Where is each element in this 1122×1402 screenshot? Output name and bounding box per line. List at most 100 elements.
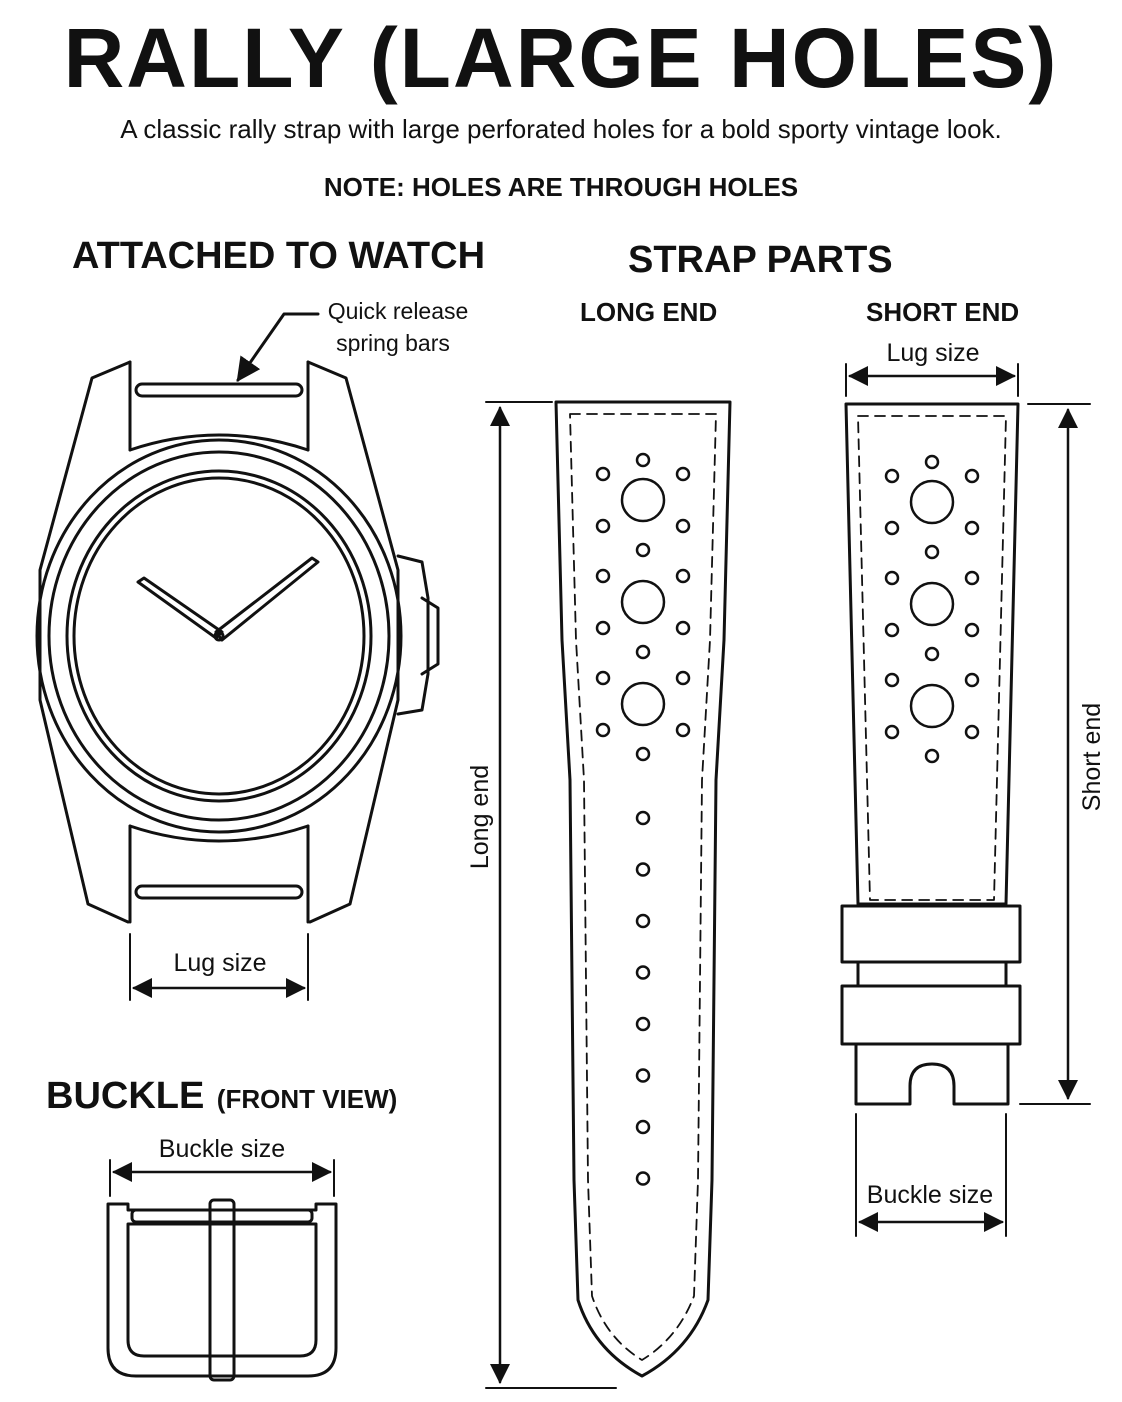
small-hole bbox=[964, 622, 980, 638]
small-hole bbox=[884, 672, 900, 688]
short-end-buckle-size-label: Buckle size bbox=[866, 1181, 994, 1209]
small-hole bbox=[595, 670, 611, 686]
small-hole bbox=[595, 568, 611, 584]
small-hole bbox=[884, 570, 900, 586]
long-end-outline bbox=[554, 400, 732, 1378]
buckle-hole bbox=[635, 1016, 651, 1032]
buckle-hole bbox=[635, 913, 651, 929]
small-hole bbox=[635, 746, 651, 762]
small-hole bbox=[595, 466, 611, 482]
short-end-outline bbox=[844, 402, 1020, 906]
spring-bars-label-line2: spring bars bbox=[336, 330, 450, 356]
spring-bar-bottom bbox=[134, 884, 304, 900]
short-end-buckle-dimension bbox=[855, 1113, 1007, 1237]
small-hole bbox=[675, 670, 691, 686]
small-hole bbox=[675, 466, 691, 482]
small-hole bbox=[964, 570, 980, 586]
small-hole bbox=[884, 468, 900, 484]
small-hole bbox=[675, 722, 691, 738]
small-hole bbox=[924, 544, 940, 560]
buckle-tongue bbox=[208, 1198, 236, 1382]
buckle-heading-group: BUCKLE (FRONT VIEW) bbox=[46, 1074, 397, 1118]
small-hole bbox=[964, 724, 980, 740]
buckle-size-label: Buckle size bbox=[158, 1135, 286, 1163]
watch-hand-pivot bbox=[213, 630, 225, 642]
small-hole bbox=[675, 568, 691, 584]
small-hole bbox=[924, 646, 940, 662]
large-hole bbox=[909, 581, 955, 627]
buckle-bar bbox=[130, 1208, 314, 1224]
buckle-frame-outer bbox=[106, 1202, 338, 1378]
small-hole bbox=[884, 622, 900, 638]
small-hole bbox=[884, 724, 900, 740]
watch-hour-hand bbox=[136, 576, 224, 640]
watch-illustration bbox=[35, 360, 440, 924]
small-hole bbox=[635, 452, 651, 468]
buckle-hole bbox=[635, 965, 651, 980]
short-end-strap bbox=[840, 402, 1022, 1106]
spring-bar-top bbox=[134, 382, 304, 398]
short-end-strap-between bbox=[856, 960, 1008, 988]
watch-top-band-end bbox=[128, 433, 310, 452]
large-hole bbox=[909, 479, 955, 525]
small-hole bbox=[964, 468, 980, 484]
short-end-stitching bbox=[857, 415, 1007, 901]
short-end-heading: SHORT END bbox=[866, 297, 1020, 327]
small-hole bbox=[964, 672, 980, 688]
large-hole bbox=[620, 579, 666, 625]
watch-dial-inner bbox=[72, 476, 366, 796]
spring-bars-label-line1: Quick release bbox=[327, 298, 469, 324]
buckle-heading: BUCKLE bbox=[46, 1075, 205, 1117]
buckle-hole bbox=[635, 810, 651, 826]
spring-bars-leader bbox=[236, 312, 320, 382]
buckle-hole bbox=[635, 862, 651, 877]
watch-crown-guard bbox=[396, 554, 430, 716]
watch-dial bbox=[65, 469, 373, 803]
small-hole bbox=[635, 542, 651, 558]
page-subtitle: A classic rally strap with large perfora… bbox=[120, 114, 1002, 144]
long-end-stitching bbox=[569, 413, 717, 1361]
short-end-lug-size-label: Lug size bbox=[886, 339, 980, 367]
holes-note: NOTE: HOLES ARE THROUGH HOLES bbox=[323, 172, 799, 202]
watch-minute-hand bbox=[214, 556, 320, 642]
short-end-keeper-2 bbox=[840, 984, 1022, 1046]
watch-crown bbox=[420, 596, 440, 676]
buckle-heading-sub: (FRONT VIEW) bbox=[216, 1084, 398, 1114]
short-end-buckle-fold bbox=[854, 1042, 1010, 1106]
page-title: RALLY (LARGE HOLES) bbox=[63, 11, 1059, 105]
small-hole bbox=[884, 520, 900, 536]
small-hole bbox=[595, 518, 611, 534]
buckle-hole bbox=[635, 1171, 651, 1186]
large-hole bbox=[620, 681, 666, 727]
short-end-lug-dimension bbox=[845, 363, 1019, 397]
attached-heading: ATTACHED TO WATCH bbox=[72, 235, 486, 277]
small-hole bbox=[595, 620, 611, 636]
small-hole bbox=[675, 620, 691, 636]
buckle-hole bbox=[635, 1119, 651, 1135]
small-hole bbox=[675, 518, 691, 534]
short-end-holes bbox=[884, 454, 980, 764]
long-end-strap bbox=[554, 400, 732, 1378]
small-hole bbox=[635, 644, 651, 660]
long-end-holes bbox=[595, 452, 691, 1186]
long-end-dimension bbox=[485, 401, 617, 1389]
watch-bezel-inner bbox=[47, 450, 391, 822]
strap-parts-heading: STRAP PARTS bbox=[628, 239, 893, 281]
small-hole bbox=[924, 454, 940, 470]
large-hole bbox=[909, 683, 955, 729]
short-end-dimension bbox=[1019, 403, 1091, 1105]
short-end-keeper-1 bbox=[840, 904, 1022, 964]
long-end-heading: LONG END bbox=[580, 297, 718, 327]
buckle-frame-inner bbox=[126, 1222, 318, 1358]
small-hole bbox=[924, 748, 940, 764]
watch-lug-size-label: Lug size bbox=[173, 949, 267, 977]
buckle-illustration bbox=[106, 1159, 338, 1382]
watch-bezel-outer bbox=[35, 438, 403, 834]
large-hole bbox=[620, 477, 666, 523]
watch-bottom-band-end bbox=[128, 824, 310, 843]
watch-case-left bbox=[38, 360, 132, 924]
watch-case-right bbox=[306, 360, 400, 924]
small-hole bbox=[964, 520, 980, 536]
small-hole bbox=[595, 722, 611, 738]
